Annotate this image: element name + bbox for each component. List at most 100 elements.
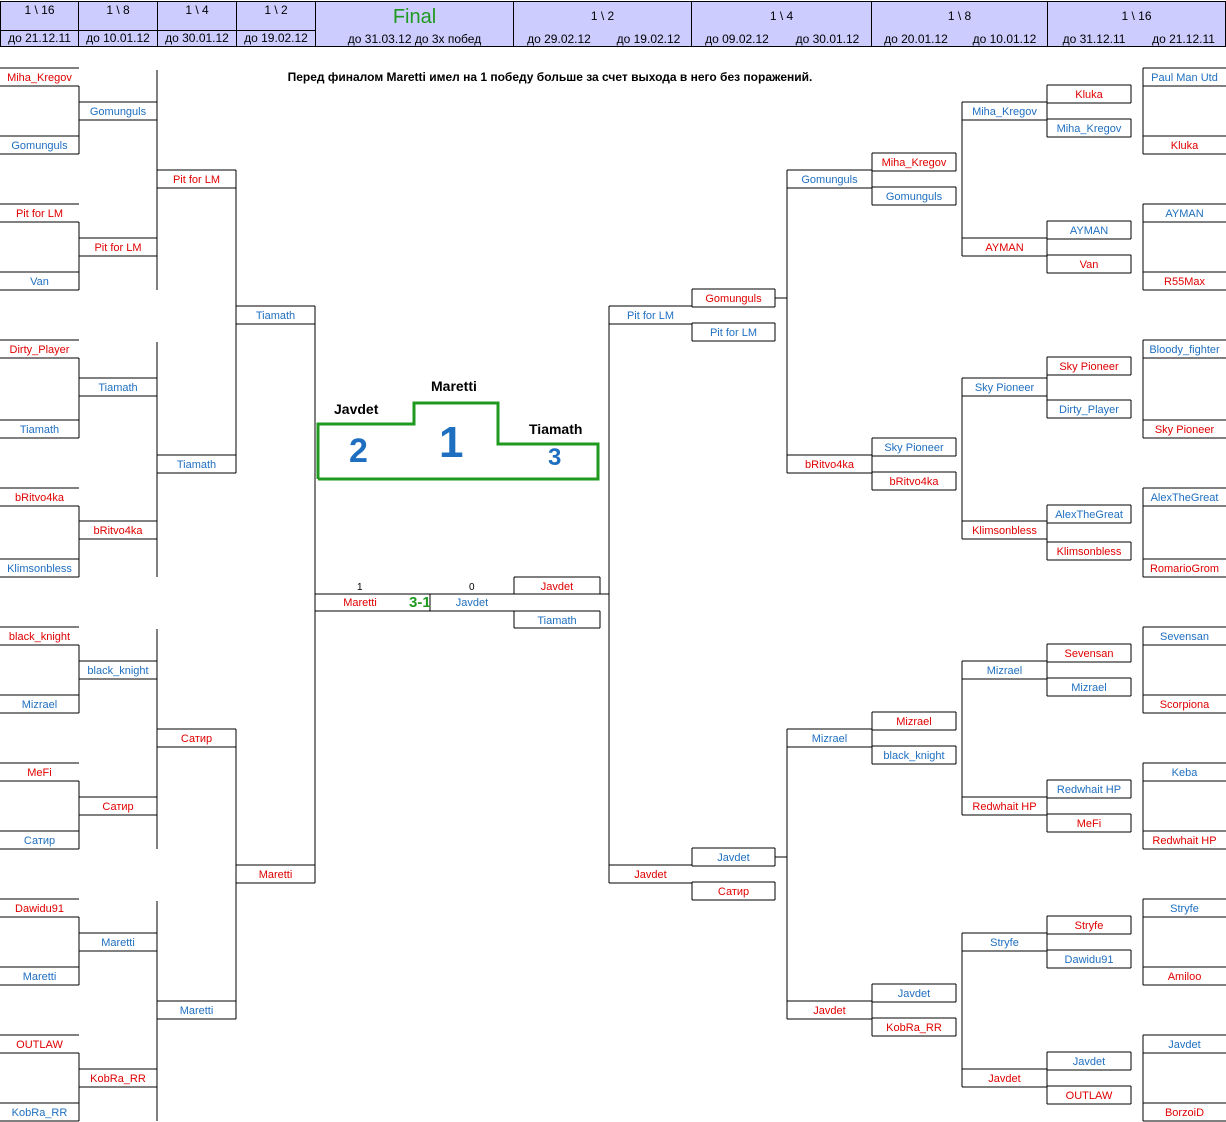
- bracket-player: KobRa_RR: [11, 1107, 68, 1119]
- round-deadline: до 21.12.11: [1, 30, 78, 46]
- bracket-player: Klimsonbless: [1056, 546, 1122, 558]
- bracket-player: Сатир: [717, 886, 750, 898]
- bracket-player: black_knight: [87, 665, 149, 677]
- bracket-player: Sky Pioneer: [1154, 424, 1215, 436]
- bracket-player: Kluka: [1075, 89, 1103, 101]
- header-round-cell: 1 \ 16 до 21.12.11: [0, 1, 79, 47]
- header-round-cell: 1 \ 2 до 19.02.12: [236, 1, 316, 47]
- final-result: 3-1: [409, 594, 431, 611]
- round-label: 1 \ 8: [106, 3, 130, 17]
- bracket-player: RomarioGrom: [1149, 563, 1220, 575]
- round-deadline: до 30.01.12: [158, 30, 236, 46]
- round-label: 1 \ 8: [947, 9, 972, 23]
- bracket-player: Pit for LM: [172, 174, 221, 186]
- bracket-player: MeFi: [1076, 818, 1102, 830]
- bracket-player: Amiloo: [1167, 971, 1202, 983]
- round-deadline: до 20.01.12: [884, 32, 948, 46]
- bracket-player: Сатир: [102, 801, 134, 813]
- bracket-player: KobRa_RR: [886, 1022, 942, 1034]
- final-right-player: Javdet: [455, 597, 489, 609]
- final-deadline: до 31.03.12 до 3х побед: [347, 32, 482, 46]
- round-deadline: до 30.01.12: [795, 32, 860, 46]
- bracket-player: Gomunguls: [705, 293, 762, 305]
- bracket-player: Miha_Kregov: [881, 157, 947, 169]
- bracket-player: Sky Pioneer: [884, 442, 944, 454]
- bracket-player: Javdet: [897, 988, 931, 1000]
- bracket-player: Sevensan: [1160, 631, 1209, 643]
- bracket-player: Miha_Kregov: [1056, 123, 1122, 135]
- bracket-player: Dirty_Player: [9, 344, 70, 356]
- podium-first-place: 1: [439, 418, 464, 467]
- bracket-player: AYMAN: [985, 242, 1024, 254]
- bracket-player: Mizrael: [986, 665, 1023, 677]
- bracket-player: Tiamath: [19, 424, 60, 436]
- bracket-player: AYMAN: [1165, 208, 1204, 220]
- bracket-player: MeFi: [27, 767, 52, 779]
- bracket-player: Redwhait HP: [1056, 784, 1122, 796]
- bracket-player: KobRa_RR: [90, 1073, 146, 1085]
- round-label: 1 \ 16: [1121, 9, 1152, 23]
- bracket-player: Miha_Kregov: [7, 72, 72, 84]
- bracket-player: Sevensan: [1064, 648, 1114, 660]
- round-deadline: до 10.01.12: [79, 30, 157, 46]
- bracket-player: Van: [1079, 259, 1099, 271]
- bracket-player: Maretti: [22, 971, 57, 983]
- bracket-player: Van: [30, 276, 49, 288]
- bracket-player: Tiamath: [98, 382, 138, 394]
- bracket-player: AYMAN: [1069, 225, 1109, 237]
- bracket-player: Scorpiona: [1159, 699, 1210, 711]
- bracket-player: OUTLAW: [1065, 1090, 1113, 1102]
- bracket-player: Pit for LM: [15, 208, 64, 220]
- final-right-score: 0: [469, 582, 475, 593]
- round-deadline: до 19.02.12: [616, 32, 681, 46]
- podium-outline: [316, 401, 600, 481]
- bracket-player: Pit for LM: [94, 242, 142, 254]
- bracket-player: bRitvo4ka: [805, 459, 854, 471]
- bracket-player: bRitvo4ka: [93, 525, 143, 537]
- round-deadline: до 31.12.11: [1062, 32, 1126, 46]
- bracket-player: Javdet: [1072, 1056, 1106, 1068]
- bracket-player: Dawidu91: [1064, 954, 1114, 966]
- podium-third-name: Tiamath: [529, 421, 583, 437]
- bracket-player: bRitvo4ka: [889, 476, 939, 488]
- bracket-player: Maretti: [258, 869, 293, 881]
- header-final-cell: Final до 31.03.12 до 3х побед: [315, 1, 514, 47]
- bracket-player: Mizrael: [21, 699, 58, 711]
- header-round-cell: 1 \ 4 до 09.02.12 до 30.01.12: [691, 1, 872, 47]
- round-deadline: до 10.01.12: [972, 32, 1037, 46]
- bracket-player: Redwhait HP: [972, 801, 1037, 813]
- bracket-player: Javdet: [717, 852, 750, 864]
- header-round-cell: 1 \ 2 до 29.02.12 до 19.02.12: [513, 1, 692, 47]
- header-round-cell: 1 \ 4 до 30.01.12: [157, 1, 237, 47]
- podium-first-name: Maretti: [431, 378, 477, 394]
- bracket-player: Tiamath: [176, 459, 217, 471]
- round-label: 1 \ 4: [185, 3, 209, 17]
- bracket-player: Mizrael: [896, 716, 932, 728]
- round-label: 1 \ 4: [769, 9, 794, 23]
- bracket-player: Mizrael: [811, 733, 848, 745]
- bracket-player: Keba: [1171, 767, 1198, 779]
- bracket-player: Gomunguls: [89, 106, 147, 118]
- bracket-player: Mizrael: [1071, 682, 1107, 694]
- bracket-player: Сатир: [180, 733, 213, 745]
- bracket-player: black_knight: [8, 631, 71, 643]
- bracket-player: Stryfe: [1170, 903, 1199, 915]
- podium-second-name: Javdet: [334, 401, 379, 417]
- bracket-player: Javdet: [634, 869, 667, 881]
- bracket-player: Gomunguls: [11, 140, 68, 152]
- bracket-player: Stryfe: [990, 937, 1019, 949]
- bracket-player: Pit for LM: [709, 327, 758, 339]
- bracket-player: OUTLAW: [16, 1039, 63, 1051]
- header-round-cell: 1 \ 8 до 20.01.12 до 10.01.12: [871, 1, 1048, 47]
- bracket-player: BorzoiD: [1164, 1107, 1205, 1119]
- bracket-player: Paul Man Utd: [1151, 72, 1218, 84]
- bracket-player: Maretti: [101, 937, 135, 949]
- bracket-player: Сатир: [23, 835, 56, 847]
- final-title: Final: [392, 6, 437, 28]
- bracket-player: black_knight: [883, 750, 945, 762]
- final-left-score: 1: [357, 582, 363, 593]
- bracket-player: Stryfe: [1074, 920, 1104, 932]
- round-deadline: до 19.02.12: [237, 30, 315, 46]
- bracket-player: Pit for LM: [626, 310, 675, 322]
